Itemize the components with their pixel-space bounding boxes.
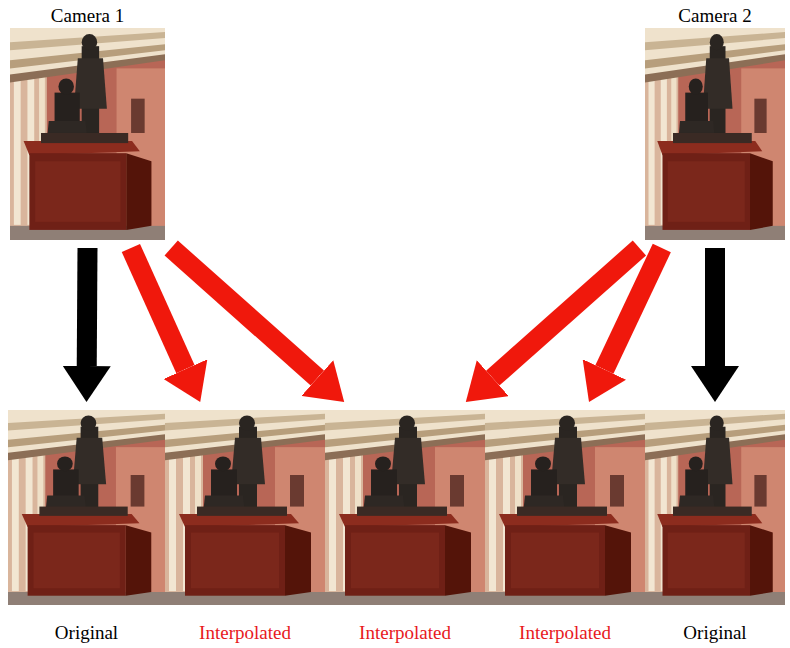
scene-photo xyxy=(645,28,785,240)
image-panel: Camera 1 xyxy=(10,4,165,240)
scene-photo xyxy=(485,410,645,605)
image-panel: Interpolated xyxy=(485,410,645,645)
panel-caption: Original xyxy=(8,621,165,645)
panel-caption: Camera 1 xyxy=(10,4,165,28)
image-panel: Camera 2 xyxy=(645,4,785,240)
scene-photo xyxy=(8,410,165,605)
panel-label: Camera 2 xyxy=(645,4,785,28)
flow-arrow xyxy=(705,248,725,366)
panel-label: Original xyxy=(8,621,165,645)
scene-photo xyxy=(165,410,325,605)
scene-photo xyxy=(485,410,645,605)
flow-arrow xyxy=(493,248,640,378)
scene-photo xyxy=(645,410,785,605)
panel-label: Interpolated xyxy=(325,621,485,645)
image-panel: Original xyxy=(645,410,785,645)
panel-caption: Interpolated xyxy=(325,621,485,645)
panel-caption: Camera 2 xyxy=(645,4,785,28)
scene-photo xyxy=(325,410,485,605)
panel-label: Original xyxy=(645,621,785,645)
scene-photo xyxy=(10,28,165,240)
panel-caption: Original xyxy=(645,621,785,645)
scene-photo xyxy=(645,28,785,240)
panel-caption: Interpolated xyxy=(485,621,645,645)
scene-photo xyxy=(8,410,165,605)
scene-photo xyxy=(645,410,785,605)
image-panel: Interpolated xyxy=(325,410,485,645)
panel-label: Interpolated xyxy=(485,621,645,645)
panel-caption: Interpolated xyxy=(165,621,325,645)
image-panel: Interpolated xyxy=(165,410,325,645)
flow-arrow xyxy=(77,248,98,366)
panel-label: Interpolated xyxy=(165,621,325,645)
scene-photo xyxy=(10,28,165,240)
scene-photo xyxy=(325,410,485,605)
panel-label: Camera 1 xyxy=(10,4,165,28)
flow-arrow xyxy=(171,248,317,378)
image-panel: Original xyxy=(8,410,165,645)
scene-photo xyxy=(165,410,325,605)
